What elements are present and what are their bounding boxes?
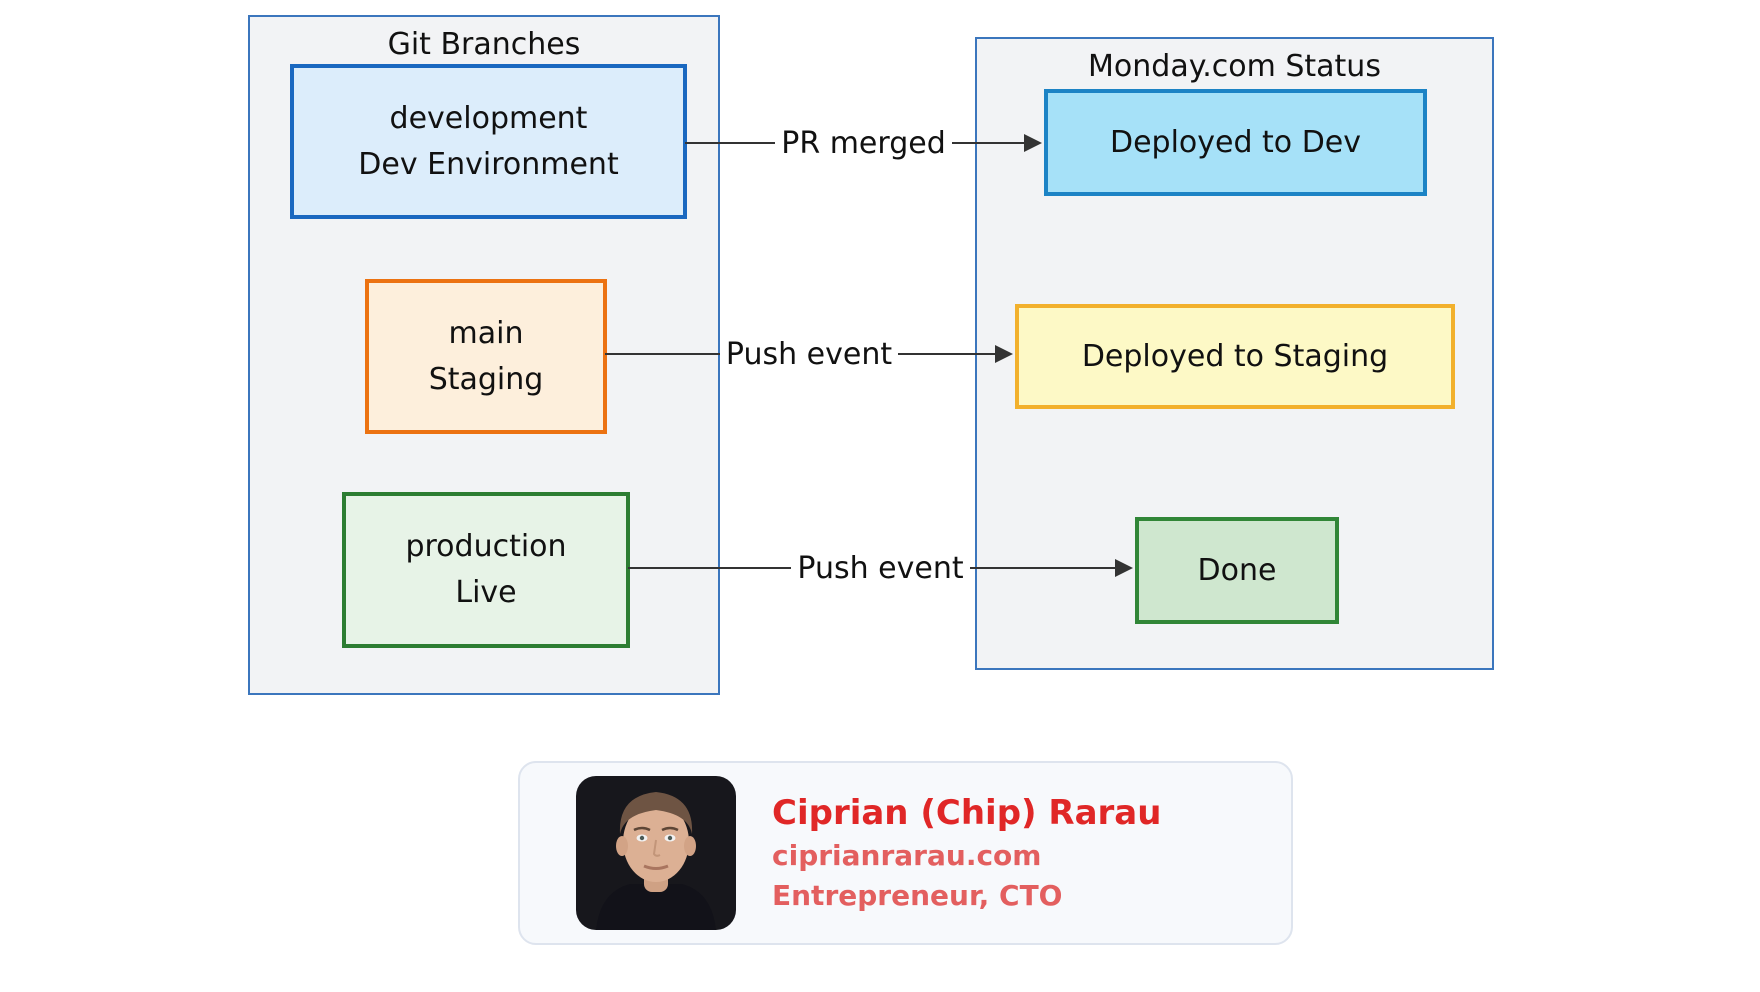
node-development: development Dev Environment bbox=[290, 64, 687, 219]
edge-push-event-staging-label: Push event bbox=[719, 336, 899, 372]
node-done: Done bbox=[1135, 517, 1339, 624]
node-done-label: Done bbox=[1197, 552, 1277, 588]
node-production-branch: production bbox=[405, 529, 567, 564]
author-role: Entrepreneur, CTO bbox=[772, 879, 1063, 912]
node-deployed-to-staging: Deployed to Staging bbox=[1015, 304, 1455, 409]
arrowhead-icon bbox=[1115, 559, 1133, 577]
edge-pr-merged: PR merged bbox=[685, 121, 1042, 165]
node-production: production Live bbox=[342, 492, 630, 648]
node-main-branch: main bbox=[448, 315, 524, 351]
edge-push-event-staging: Push event bbox=[605, 332, 1013, 376]
node-development-env: Dev Environment bbox=[358, 146, 619, 182]
edge-push-event-live-label: Push event bbox=[791, 550, 970, 586]
node-deployed-to-staging-label: Deployed to Staging bbox=[1081, 338, 1389, 374]
node-deployed-to-dev-label: Deployed to Dev bbox=[1109, 124, 1362, 160]
author-photo bbox=[576, 776, 736, 930]
node-production-env: Live bbox=[455, 575, 517, 610]
arrowhead-icon bbox=[995, 345, 1013, 363]
monday-status-title: Monday.com Status bbox=[1088, 49, 1381, 84]
author-text-block: Ciprian (Chip) Rarau ciprianrarau.com En… bbox=[772, 793, 1161, 913]
node-deployed-to-dev: Deployed to Dev bbox=[1044, 89, 1427, 196]
monday-status-group: Monday.com Status Deployed to Dev Deploy… bbox=[975, 37, 1494, 670]
arrowhead-icon bbox=[1024, 134, 1042, 152]
node-development-branch: development bbox=[389, 100, 588, 136]
node-main: main Staging bbox=[365, 279, 607, 434]
edge-pr-merged-label: PR merged bbox=[775, 125, 952, 161]
author-card: Ciprian (Chip) Rarau ciprianrarau.com En… bbox=[518, 761, 1293, 945]
author-portrait-image bbox=[576, 776, 736, 930]
author-name: Ciprian (Chip) Rarau bbox=[772, 793, 1162, 833]
edge-push-event-live: Push event bbox=[628, 546, 1133, 590]
git-branches-title: Git Branches bbox=[387, 27, 581, 62]
git-branches-group: Git Branches development Dev Environment… bbox=[248, 15, 720, 695]
node-main-env: Staging bbox=[428, 361, 544, 397]
author-website: ciprianrarau.com bbox=[772, 839, 1042, 872]
